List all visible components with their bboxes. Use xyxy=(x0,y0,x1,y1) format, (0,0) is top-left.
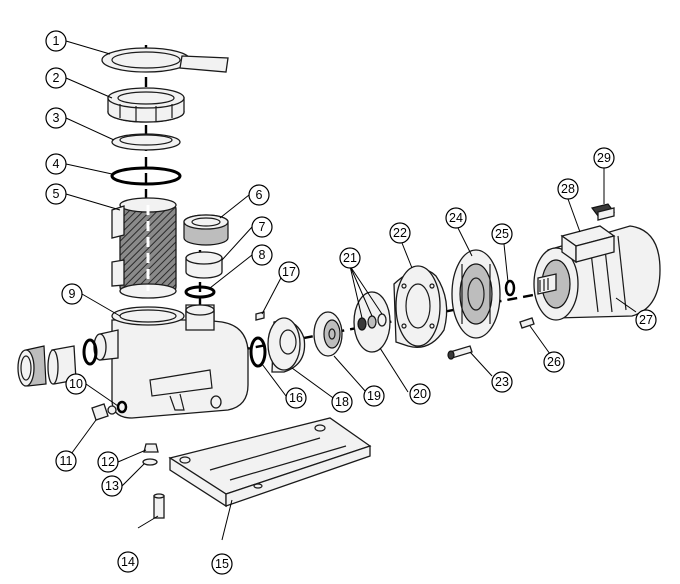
inlet-tail xyxy=(47,345,77,385)
clear-lid xyxy=(111,133,181,151)
base-washer xyxy=(142,458,158,466)
callout-number: 24 xyxy=(449,211,463,225)
callout-number: 28 xyxy=(561,182,575,196)
callout-number: 16 xyxy=(289,391,303,405)
callout-number: 19 xyxy=(367,389,381,403)
callout-4: 4 xyxy=(45,153,67,175)
leader-lines xyxy=(65,40,637,541)
strainer-basket xyxy=(111,197,177,299)
drain-plug-o-ring xyxy=(116,400,128,414)
motor-bolt xyxy=(447,345,473,360)
volute-o-ring xyxy=(249,336,267,368)
lid-nut xyxy=(107,87,185,123)
lid-wrench xyxy=(101,47,229,73)
callout-number: 6 xyxy=(256,188,263,202)
callout-1: 1 xyxy=(45,30,67,52)
impeller xyxy=(313,311,343,357)
callout-13: 13 xyxy=(101,475,123,497)
motor-flange xyxy=(451,249,501,339)
outlet-tail xyxy=(185,251,223,279)
callout-28: 28 xyxy=(557,178,579,200)
lid-o-ring xyxy=(110,166,182,186)
callout-number: 1 xyxy=(53,34,60,48)
callout-number: 21 xyxy=(343,251,357,265)
callout-21: 21 xyxy=(339,247,361,269)
callout-9: 9 xyxy=(61,283,83,305)
callout-3: 3 xyxy=(45,107,67,129)
callout-number: 25 xyxy=(495,227,509,241)
base-bolt xyxy=(153,493,165,519)
callout-number: 20 xyxy=(413,387,427,401)
callout-number: 10 xyxy=(69,377,83,391)
callout-26: 26 xyxy=(543,351,565,373)
callout-number: 26 xyxy=(547,355,561,369)
outlet-o-ring xyxy=(184,285,216,299)
diffuser xyxy=(267,317,306,373)
shaft-o-ring xyxy=(504,279,516,297)
callout-17: 17 xyxy=(278,261,300,283)
callout-8: 8 xyxy=(251,244,273,266)
callout-25: 25 xyxy=(491,223,513,245)
callout-number: 17 xyxy=(282,265,296,279)
callout-number: 15 xyxy=(215,557,229,571)
callout-18: 18 xyxy=(331,391,353,413)
callout-number: 23 xyxy=(495,375,509,389)
pump-base xyxy=(168,417,372,508)
callout-number: 29 xyxy=(597,151,611,165)
motor-screw xyxy=(519,317,535,329)
seal-plate xyxy=(393,265,448,348)
callout-number: 5 xyxy=(53,187,60,201)
callout-number: 12 xyxy=(101,455,115,469)
callout-number: 18 xyxy=(335,395,349,409)
callout-6: 6 xyxy=(248,184,270,206)
callout-number: 9 xyxy=(69,287,76,301)
callout-number: 13 xyxy=(105,479,119,493)
callout-number: 4 xyxy=(53,157,60,171)
callout-number: 8 xyxy=(259,248,266,262)
callout-2: 2 xyxy=(45,67,67,89)
callout-23: 23 xyxy=(491,371,513,393)
terminal-box xyxy=(560,225,616,264)
callout-29: 29 xyxy=(593,147,615,169)
drain-plug xyxy=(91,403,117,421)
callout-12: 12 xyxy=(97,451,119,473)
base-nut xyxy=(143,443,159,453)
callout-20: 20 xyxy=(409,383,431,405)
capacitor xyxy=(590,203,616,221)
callout-number: 11 xyxy=(60,454,73,468)
mechanical-seal xyxy=(357,313,387,331)
callout-number: 22 xyxy=(393,226,407,240)
callout-number: 7 xyxy=(259,220,266,234)
callout-15: 15 xyxy=(211,553,233,575)
inlet-union-nut xyxy=(17,345,47,387)
callout-22: 22 xyxy=(389,222,411,244)
outlet-union-nut xyxy=(183,214,229,246)
callout-number: 2 xyxy=(53,71,60,85)
callout-7: 7 xyxy=(251,216,273,238)
callout-number: 14 xyxy=(121,555,135,569)
callout-24: 24 xyxy=(445,207,467,229)
callout-27: 27 xyxy=(635,309,657,331)
callout-5: 5 xyxy=(45,183,67,205)
callout-19: 19 xyxy=(363,385,385,407)
callouts: 1 2 3 4 5 6 7 8 9 10 11 12 13 14 15 16 1… xyxy=(45,30,657,575)
callout-number: 27 xyxy=(639,313,653,327)
callout-11: 11 xyxy=(55,450,77,472)
callout-10: 10 xyxy=(65,373,87,395)
callout-16: 16 xyxy=(285,387,307,409)
pump-housing xyxy=(93,304,249,419)
callout-14: 14 xyxy=(117,551,139,573)
inlet-o-ring xyxy=(82,338,98,366)
callout-number: 3 xyxy=(53,111,60,125)
